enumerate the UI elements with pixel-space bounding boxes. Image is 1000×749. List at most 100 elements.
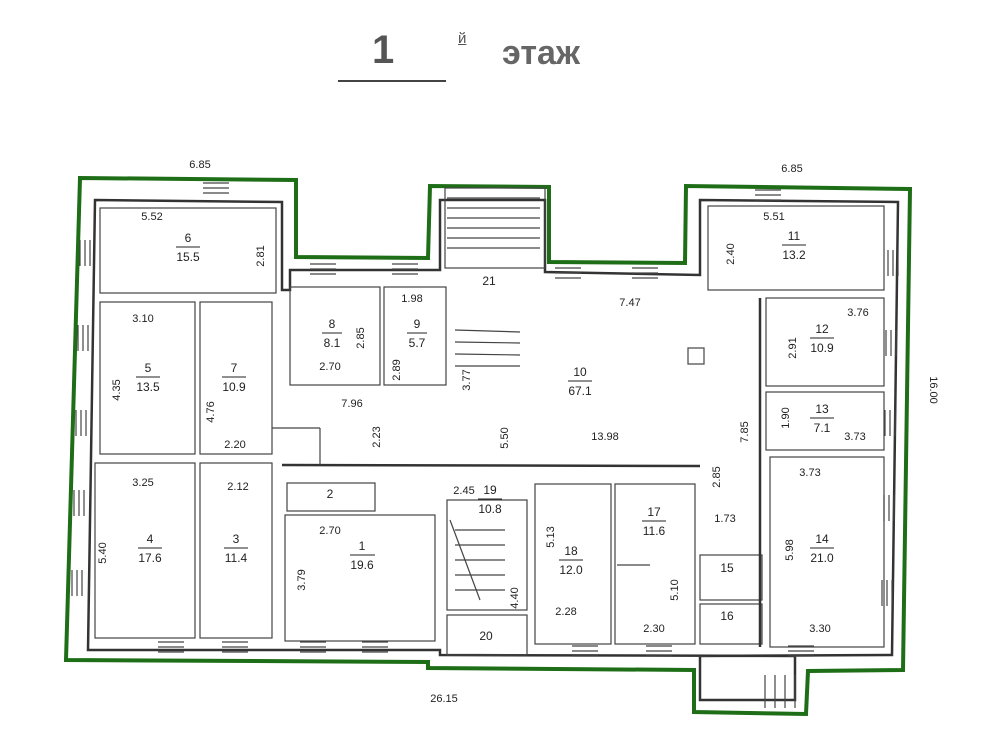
svg-text:1.90: 1.90	[780, 407, 792, 428]
svg-text:4.76: 4.76	[205, 401, 217, 422]
svg-text:8: 8	[329, 317, 336, 331]
svg-text:16: 16	[720, 609, 734, 623]
svg-text:18: 18	[564, 544, 578, 558]
svg-text:2.70: 2.70	[319, 525, 340, 537]
svg-text:7.1: 7.1	[814, 421, 831, 435]
svg-text:17.6: 17.6	[138, 551, 162, 565]
staircases	[447, 197, 796, 708]
svg-text:15.5: 15.5	[176, 250, 200, 264]
svg-text:5.13: 5.13	[545, 526, 557, 547]
svg-text:2.20: 2.20	[224, 439, 245, 451]
svg-text:5.50: 5.50	[499, 427, 511, 448]
svg-text:1.98: 1.98	[401, 293, 422, 305]
svg-text:5.7: 5.7	[409, 336, 426, 350]
svg-text:3: 3	[233, 532, 240, 546]
room-10: 10 67.1	[568, 365, 592, 398]
svg-text:7.96: 7.96	[341, 398, 362, 410]
room-6: 6 15.5	[176, 231, 200, 264]
svg-text:6.85: 6.85	[781, 163, 802, 175]
svg-text:26.15: 26.15	[430, 693, 458, 705]
svg-text:2.89: 2.89	[391, 359, 403, 380]
svg-text:11: 11	[788, 229, 801, 243]
svg-text:1.73: 1.73	[714, 513, 735, 525]
svg-text:9: 9	[414, 317, 421, 331]
svg-text:5.98: 5.98	[784, 539, 796, 560]
room-labels: 1 19.6 2 3 11.4 4 17.6 5 13.5 6 15.5 7	[136, 229, 834, 643]
svg-text:12: 12	[815, 322, 829, 336]
dimension-labels: 6.85 6.85 26.15 16.00 5.52 2.81 5.51 2.4…	[97, 159, 939, 705]
svg-text:2.40: 2.40	[725, 243, 737, 264]
title-underline	[338, 80, 446, 82]
svg-text:2.30: 2.30	[643, 623, 664, 635]
room-15: 15	[720, 561, 734, 575]
svg-text:2.81: 2.81	[255, 245, 267, 266]
svg-text:5: 5	[145, 361, 152, 375]
svg-text:2.12: 2.12	[227, 481, 248, 493]
svg-text:4.35: 4.35	[111, 379, 123, 400]
svg-text:19.6: 19.6	[350, 558, 374, 572]
svg-text:10.8: 10.8	[478, 502, 502, 516]
floor-word: этаж	[502, 34, 580, 72]
room-3: 3 11.4	[224, 532, 248, 565]
floor-number-suffix: й	[458, 30, 467, 47]
svg-text:3.25: 3.25	[132, 477, 153, 489]
svg-text:8.1: 8.1	[324, 336, 341, 350]
room-13: 13 7.1	[810, 402, 834, 435]
svg-text:5.40: 5.40	[97, 542, 109, 563]
svg-text:19: 19	[483, 483, 497, 497]
svg-text:3.73: 3.73	[844, 431, 865, 443]
svg-text:4.40: 4.40	[509, 587, 521, 608]
svg-text:13.98: 13.98	[591, 431, 619, 443]
room-9: 9 5.7	[407, 317, 427, 350]
svg-text:16.00: 16.00	[927, 376, 939, 404]
svg-text:13.5: 13.5	[136, 380, 160, 394]
svg-text:13: 13	[815, 402, 829, 416]
svg-text:3.76: 3.76	[847, 307, 868, 319]
room-1: 1 19.6	[350, 539, 375, 572]
svg-text:1: 1	[359, 539, 366, 553]
svg-text:2.91: 2.91	[787, 337, 799, 358]
svg-text:2.85: 2.85	[355, 327, 367, 348]
svg-text:13.2: 13.2	[782, 248, 806, 262]
floor-number: 1	[372, 28, 395, 72]
building-outline	[63, 175, 913, 717]
svg-text:17: 17	[647, 505, 661, 519]
svg-text:10.9: 10.9	[810, 341, 834, 355]
svg-text:7: 7	[231, 361, 238, 375]
svg-text:6: 6	[185, 231, 192, 245]
windows	[71, 182, 899, 657]
room-14: 14 21.0	[810, 532, 834, 565]
svg-text:21: 21	[482, 274, 496, 288]
inner-perimeter	[86, 198, 900, 702]
svg-text:6.85: 6.85	[189, 159, 210, 171]
room-17: 17 11.6	[642, 505, 666, 538]
svg-text:11.6: 11.6	[643, 524, 666, 538]
svg-text:7.47: 7.47	[619, 297, 640, 309]
svg-text:10: 10	[573, 365, 587, 379]
room-4: 4 17.6	[138, 532, 162, 565]
svg-text:67.1: 67.1	[568, 384, 592, 398]
room-5: 5 13.5	[136, 361, 160, 394]
column	[687, 347, 705, 365]
room-18: 18 12.0	[559, 544, 583, 577]
room-21: 21	[482, 274, 496, 288]
room-8: 8 8.1	[322, 317, 342, 350]
svg-text:10.9: 10.9	[222, 380, 246, 394]
room-2: 2	[327, 487, 334, 501]
room-20: 20	[479, 629, 493, 643]
room-walls	[94, 187, 885, 656]
svg-text:3.79: 3.79	[296, 569, 308, 590]
room-16: 16	[720, 609, 734, 623]
room-19: 19 10.8	[478, 483, 502, 516]
svg-text:12.0: 12.0	[559, 563, 583, 577]
svg-text:3.73: 3.73	[799, 467, 820, 479]
floor-title: 1 й этаж	[330, 22, 630, 92]
svg-text:15: 15	[720, 561, 734, 575]
svg-text:2.23: 2.23	[371, 426, 383, 447]
svg-text:2.28: 2.28	[555, 606, 576, 618]
svg-text:20: 20	[479, 629, 493, 643]
svg-text:5.51: 5.51	[763, 211, 784, 223]
svg-text:3.30: 3.30	[809, 623, 830, 635]
svg-text:2: 2	[327, 487, 334, 501]
